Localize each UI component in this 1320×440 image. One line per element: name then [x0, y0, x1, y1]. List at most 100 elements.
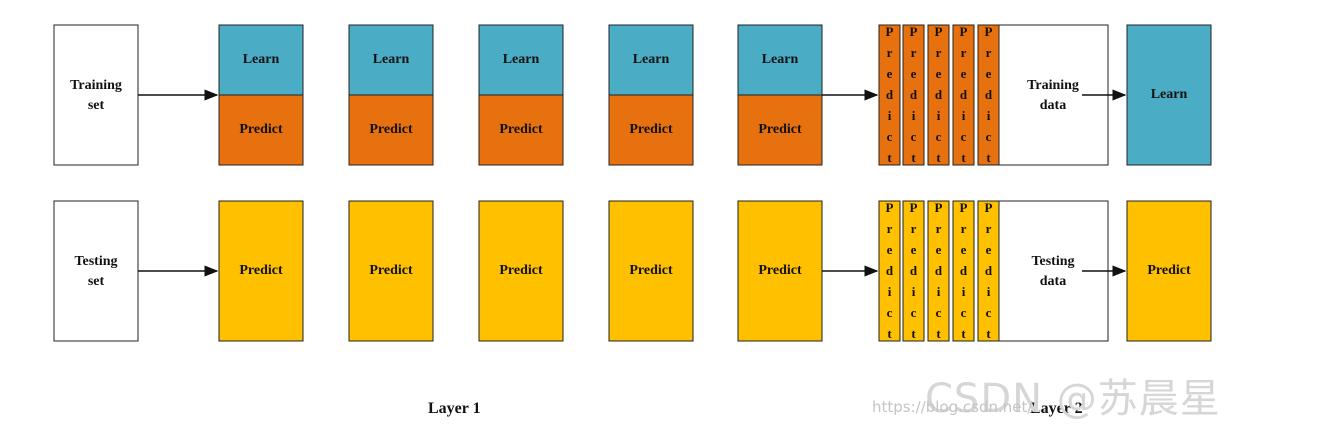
- model-2-predict-box: [348, 94, 434, 166]
- test-model-1-predict-box: [218, 200, 304, 342]
- test-pred-col-3: [927, 200, 950, 342]
- test-model-4-predict-box: [608, 200, 694, 342]
- layer-2-label: Layer 2: [1030, 400, 1083, 417]
- train-pred-col-1-char-1: P: [886, 24, 894, 39]
- meta-learn-box-label: Learn: [1151, 87, 1188, 102]
- test-set-box: [53, 200, 139, 342]
- model-1-learn-box: [218, 24, 304, 96]
- test-data-label-line1: Testing: [1031, 254, 1074, 269]
- train-pred-col-3-char-6: c: [936, 129, 942, 144]
- test-model-2-predict-label: Predict: [369, 263, 413, 278]
- train-pred-col-1-char-6: c: [887, 129, 893, 144]
- test-model-5-predict-box: [737, 200, 823, 342]
- train-pred-col-5-char-1: P: [985, 24, 993, 39]
- train-pred-col-4-char-5: i: [962, 108, 966, 123]
- train-pred-col-2-char-3: e: [911, 66, 917, 81]
- train-pred-col-4-char-2: r: [961, 45, 967, 60]
- train-pred-col-5-char-6: c: [986, 129, 992, 144]
- test-pred-col-5-char-2: r: [986, 221, 992, 236]
- train-pred-col-3-char-1: P: [935, 24, 943, 39]
- test-pred-col-3-char-4: d: [935, 263, 943, 278]
- test-pred-col-4-char-2: r: [961, 221, 967, 236]
- test-pred-col-3-char-6: c: [936, 305, 942, 320]
- model-2-learn-box: [348, 24, 434, 96]
- meta-predict-box: [1126, 200, 1212, 342]
- test-pred-col-2-char-2: r: [911, 221, 917, 236]
- train-pred-col-2-char-6: c: [911, 129, 917, 144]
- test-pred-col-4: [952, 200, 975, 342]
- test-pred-col-3-char-5: i: [937, 284, 941, 299]
- test-pred-col-4-char-6: c: [961, 305, 967, 320]
- model-2-predict-label: Predict: [369, 122, 413, 137]
- model-3-predict-box: [478, 94, 564, 166]
- watermark-brand: CSDN @苏晨星: [925, 376, 1221, 422]
- model-1-learn-label: Learn: [243, 52, 280, 67]
- model-2-learn-label: Learn: [373, 52, 410, 67]
- train-pred-col-4-char-3: e: [961, 66, 967, 81]
- model-4-predict-box: [608, 94, 694, 166]
- model-1-predict-label: Predict: [239, 122, 283, 137]
- test-pred-col-4-char-5: i: [962, 284, 966, 299]
- test-pred-col-3-char-2: r: [936, 221, 942, 236]
- test-pred-col-4-char-7: t: [961, 326, 966, 341]
- test-pred-col-1-char-7: t: [887, 326, 892, 341]
- layer-1-label: Layer 1: [428, 400, 481, 417]
- train-set-label-line2: set: [88, 98, 105, 113]
- test-pred-col-5-char-1: P: [985, 200, 993, 215]
- test-pred-col-5-char-5: i: [987, 284, 991, 299]
- train-pred-col-1-char-7: t: [887, 150, 892, 165]
- train-pred-col-5-char-3: e: [986, 66, 992, 81]
- train-pred-col-3: [927, 24, 950, 166]
- test-pred-col-1-char-5: i: [888, 284, 892, 299]
- test-model-3-predict-label: Predict: [499, 263, 543, 278]
- test-set-label-line1: Testing: [74, 254, 117, 269]
- meta-predict-box-label: Predict: [1147, 263, 1191, 278]
- test-pred-col-1-char-6: c: [887, 305, 893, 320]
- train-data-label-line2: data: [1040, 98, 1066, 113]
- train-pred-col-5-char-2: r: [986, 45, 992, 60]
- test-pred-col-2-char-7: t: [911, 326, 916, 341]
- train-pred-col-4-char-7: t: [961, 150, 966, 165]
- test-pred-col-1-char-2: r: [887, 221, 893, 236]
- train-pred-col-3-char-3: e: [936, 66, 942, 81]
- train-pred-col-3-char-2: r: [936, 45, 942, 60]
- test-model-4-predict-label: Predict: [629, 263, 673, 278]
- model-4-predict-label: Predict: [629, 122, 673, 137]
- test-pred-col-5-char-3: e: [986, 242, 992, 257]
- train-pred-col-2-char-5: i: [912, 108, 916, 123]
- watermark-url: https://blog.csdn.net/...: [872, 398, 1047, 416]
- test-pred-col-2-char-3: e: [911, 242, 917, 257]
- test-pred-col-2-char-5: i: [912, 284, 916, 299]
- train-data-label-line1: Training: [1027, 78, 1079, 93]
- train-pred-col-3-char-7: t: [936, 150, 941, 165]
- test-pred-col-4-char-1: P: [960, 200, 968, 215]
- test-pred-col-2-char-6: c: [911, 305, 917, 320]
- test-model-2-predict-box: [348, 200, 434, 342]
- train-pred-col-2-char-1: P: [910, 24, 918, 39]
- model-4-learn-box: [608, 24, 694, 96]
- test-pred-col-1-char-4: d: [886, 263, 894, 278]
- test-set-label-line2: set: [88, 274, 105, 289]
- train-pred-col-4: [952, 24, 975, 166]
- test-pred-col-2-char-1: P: [910, 200, 918, 215]
- train-pred-col-1-char-2: r: [887, 45, 893, 60]
- train-pred-col-1-char-4: d: [886, 87, 894, 102]
- train-pred-col-1-char-5: i: [888, 108, 892, 123]
- model-3-learn-label: Learn: [503, 52, 540, 67]
- train-pred-col-5-char-4: d: [985, 87, 993, 102]
- test-model-1-predict-label: Predict: [239, 263, 283, 278]
- model-5-predict-label: Predict: [758, 122, 802, 137]
- train-set-box: [53, 24, 139, 166]
- train-pred-col-4-char-1: P: [960, 24, 968, 39]
- test-pred-col-1: [878, 200, 901, 342]
- test-pred-col-5-char-6: c: [986, 305, 992, 320]
- train-pred-col-1: [878, 24, 901, 166]
- train-pred-col-3-char-4: d: [935, 87, 943, 102]
- meta-learn-box: [1126, 24, 1212, 166]
- test-pred-col-4-char-4: d: [960, 263, 968, 278]
- train-pred-col-3-char-5: i: [937, 108, 941, 123]
- train-pred-col-2: [902, 24, 925, 166]
- test-pred-col-3-char-3: e: [936, 242, 942, 257]
- test-pred-col-3-char-1: P: [935, 200, 943, 215]
